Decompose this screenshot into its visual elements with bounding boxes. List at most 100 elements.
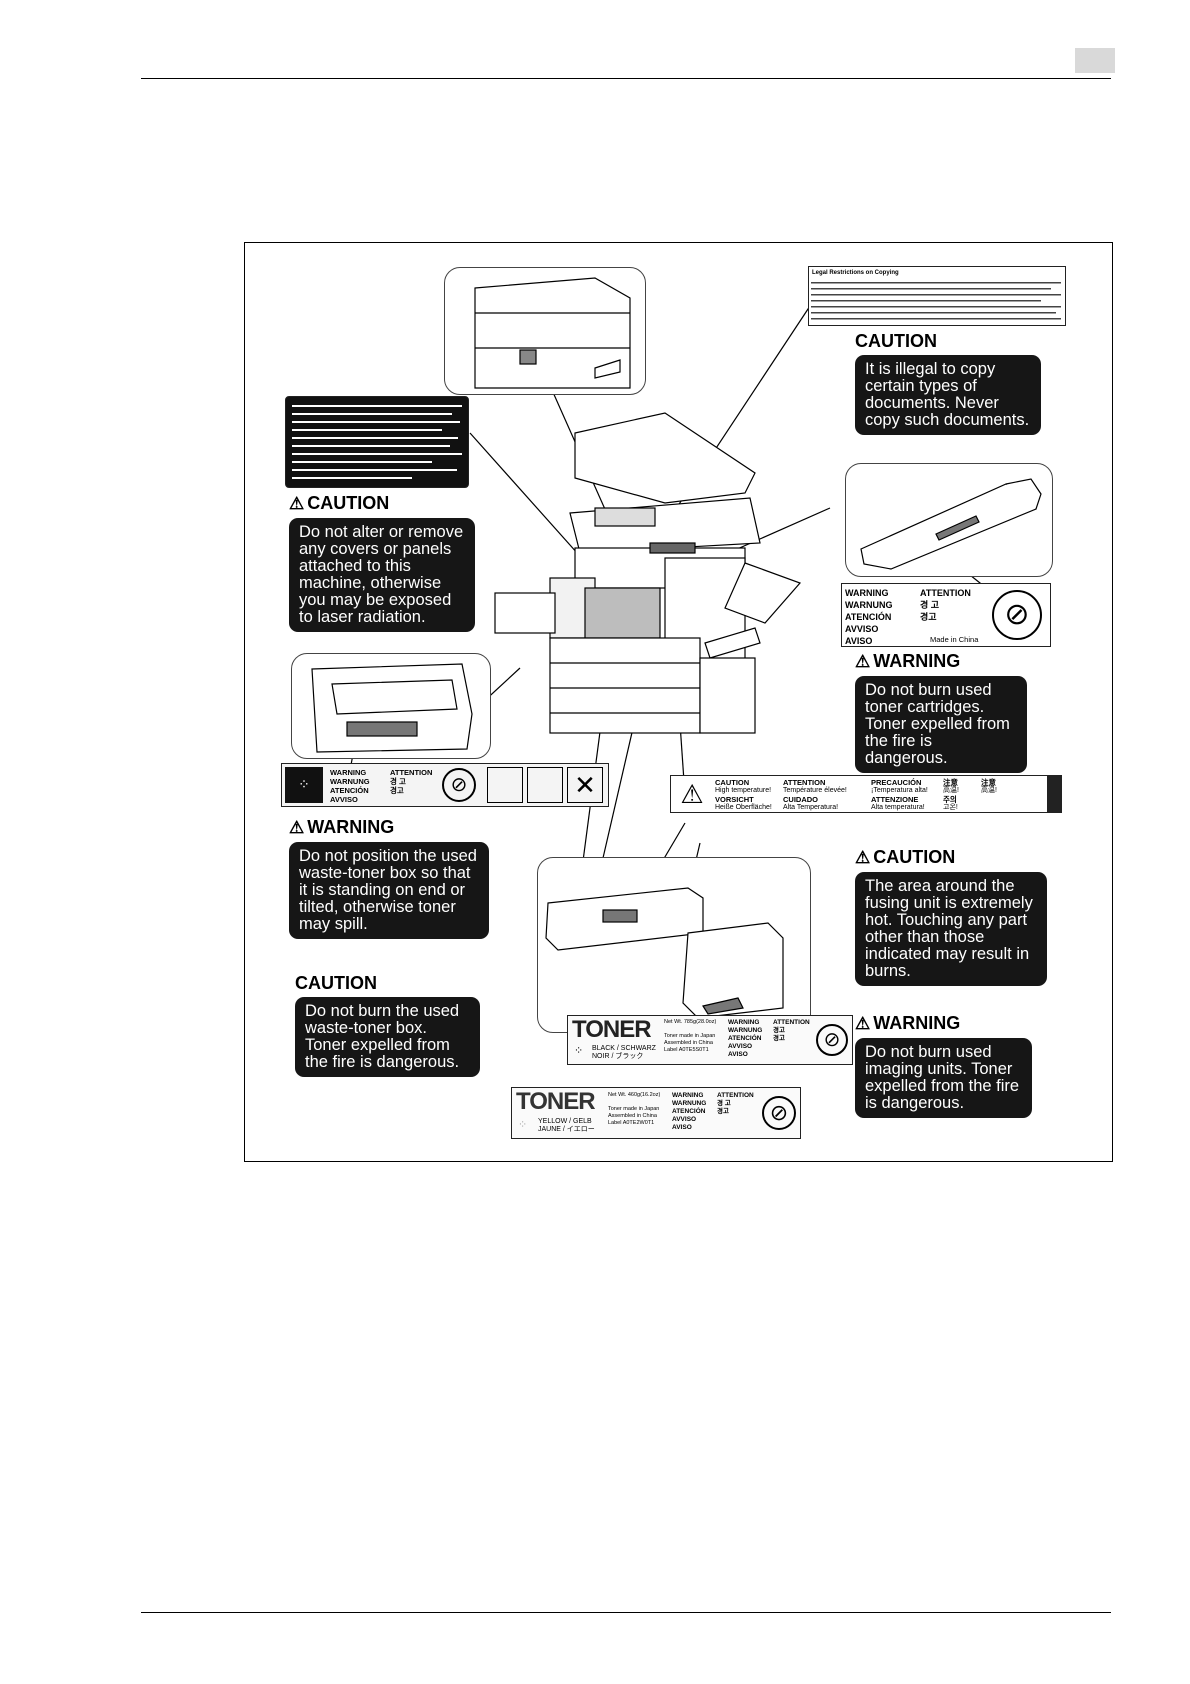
inset-imaging-units <box>537 857 811 1033</box>
label-text: 경 고 <box>390 777 406 786</box>
label-text: WARNING <box>672 1092 704 1099</box>
callout-line: Do not position the used <box>299 847 477 865</box>
label-text: Heiße Oberfläche! <box>715 804 772 811</box>
callout-line: you may be exposed <box>299 591 452 609</box>
label-text: AVVISO <box>672 1116 697 1123</box>
footer-rule <box>141 1612 1111 1613</box>
no-fire-icon: ⊘ <box>816 1024 848 1056</box>
label-text: ATENCIÓN <box>728 1035 762 1042</box>
callout-line: it is standing on end or <box>299 881 466 899</box>
callout-line: imaging units. Toner <box>865 1060 1013 1078</box>
label-text: ATTENZIONE <box>871 795 919 804</box>
callout-line: It is illegal to copy <box>865 360 996 378</box>
callout-line: is dangerous. <box>865 1094 965 1112</box>
callout-body: Do not burn used toner cartridges. Toner… <box>855 676 1027 773</box>
label-text: Assembled in China <box>608 1113 657 1119</box>
toner-dots-icon: ⁘ <box>285 767 323 803</box>
callout-line: expelled from the fire <box>865 1077 1020 1095</box>
label-text: ATTENTION <box>783 778 826 787</box>
callout-line: Toner expelled from <box>865 715 1010 733</box>
label-text: WARNUNG <box>672 1100 707 1107</box>
inset-copier-side <box>444 267 646 395</box>
label-text: ATENCIÓN <box>330 786 369 795</box>
label-text: Température élevée! <box>783 787 847 794</box>
label-text: WARNING <box>728 1019 760 1026</box>
label-text: 高温! <box>943 787 959 794</box>
callout-line: the fire is dangerous. <box>865 732 948 767</box>
label-text: 고온! <box>943 804 958 811</box>
callout-line: attached to this <box>299 557 411 575</box>
callout-body: Do not alter or remove any covers or pan… <box>289 518 475 632</box>
box-orientation-icon <box>487 767 523 803</box>
callout-copy-caution: CAUTION It is illegal to copy certain ty… <box>855 331 1041 435</box>
callout-line: certain types of <box>865 377 977 395</box>
label-text: ¡Temperatura alta! <box>871 787 928 794</box>
inset-toner-cartridge <box>845 463 1053 577</box>
toner-dots-icon: ⁘ <box>518 1119 528 1131</box>
label-text: 高温! <box>981 787 997 794</box>
label-text: AVVISO <box>845 624 879 634</box>
label-text: 경고 <box>390 786 404 795</box>
label-text: PRECAUCIÓN <box>871 778 922 787</box>
fuser-temperature-label: ⚠ CAUTION High temperature! ATTENTION Te… <box>670 775 1062 813</box>
label-text: Alta temperatura! <box>871 804 925 811</box>
laser-warning-label <box>285 396 469 488</box>
no-fire-icon: ⊘ <box>992 590 1042 640</box>
callout-line: tilted, otherwise toner <box>299 898 456 916</box>
callout-line: Do not alter or remove <box>299 523 464 541</box>
callout-body: Do not position the used waste-toner box… <box>289 842 489 939</box>
label-text: VORSICHT <box>715 795 754 804</box>
label-text: CUIDADO <box>783 795 818 804</box>
callout-heading: ⚠CAUTION <box>289 493 390 513</box>
callout-line: hot. Touching any part <box>865 911 1028 929</box>
inset-waste-toner-box <box>291 653 491 759</box>
toner-word: TONER <box>572 1016 652 1043</box>
callout-fusing-caution: ⚠CAUTION The area around the fusing unit… <box>855 847 1047 986</box>
callout-line: Do not burn used <box>865 1043 992 1061</box>
label-text: JAUNE / イエロー <box>538 1126 595 1133</box>
callout-waste-position-warning: ⚠WARNING Do not position the used waste-… <box>289 817 489 939</box>
label-text: ATTENTION <box>920 588 971 598</box>
waste-toner-warning-label: ⁘ WARNING WARNUNG ATENCIÓN AVVISO ATTENT… <box>281 763 609 807</box>
warning-triangle-icon: ⚠ <box>855 652 871 671</box>
label-text: Toner made in Japan <box>664 1033 716 1039</box>
callout-body: The area around the fusing unit is extre… <box>855 872 1047 986</box>
callout-heading: ⚠WARNING <box>289 817 395 837</box>
callout-heading: CAUTION <box>855 331 937 351</box>
machine-illustration <box>344 305 1006 999</box>
warning-triangle-icon: ⚠ <box>289 494 305 513</box>
warning-triangle-icon: ⚠ <box>855 1014 871 1033</box>
label-text: ATTENTION <box>717 1092 754 1099</box>
callout-line: Do not burn used <box>865 681 992 699</box>
label-text: AVISO <box>672 1124 692 1131</box>
box-prohibited-icon: ✕ <box>567 767 603 803</box>
label-text: AVVISO <box>330 795 358 804</box>
callout-line: toner cartridges. <box>865 698 985 716</box>
callout-line: burns. <box>865 962 911 980</box>
safety-label-figure: ⚠CAUTION Do not alter or remove any cove… <box>244 242 1113 1162</box>
callout-imaging-warning: ⚠WARNING Do not burn used imaging units.… <box>855 1013 1032 1118</box>
label-text: 경고 <box>717 1108 729 1115</box>
label-text: Label <box>664 1047 678 1053</box>
callout-laser-caution: ⚠CAUTION Do not alter or remove any cove… <box>289 493 475 632</box>
label-text: Net Wt. 785g(28.0oz) <box>664 1019 717 1025</box>
label-text: AVISO <box>845 636 873 646</box>
no-fire-icon: ⊘ <box>442 768 476 802</box>
label-end-tab <box>1047 776 1061 812</box>
hot-surface-icon: ⚠ <box>680 779 704 809</box>
label-text: ATTENTION <box>773 1019 810 1026</box>
copy-restriction-notice: Legal Restrictions on Copying <box>808 266 1066 326</box>
callout-line: fusing unit is extremely <box>865 894 1033 912</box>
label-text: WARNUNG <box>728 1027 763 1034</box>
page-tab <box>1075 48 1115 73</box>
callout-line: to laser radiation. <box>299 608 426 626</box>
label-text: ATENCIÓN <box>845 612 892 622</box>
callout-body: It is illegal to copy certain types of d… <box>855 355 1041 435</box>
label-text: WARNUNG <box>330 777 370 786</box>
label-text: 경 고 <box>717 1100 731 1107</box>
callout-body: Do not burn the used waste-toner box. To… <box>295 997 480 1077</box>
callout-line: waste-toner box. <box>305 1019 427 1037</box>
label-text: WARNUNG <box>845 600 893 610</box>
callout-line: copy such documents. <box>865 411 1030 429</box>
callout-heading: ⚠WARNING <box>855 651 961 671</box>
